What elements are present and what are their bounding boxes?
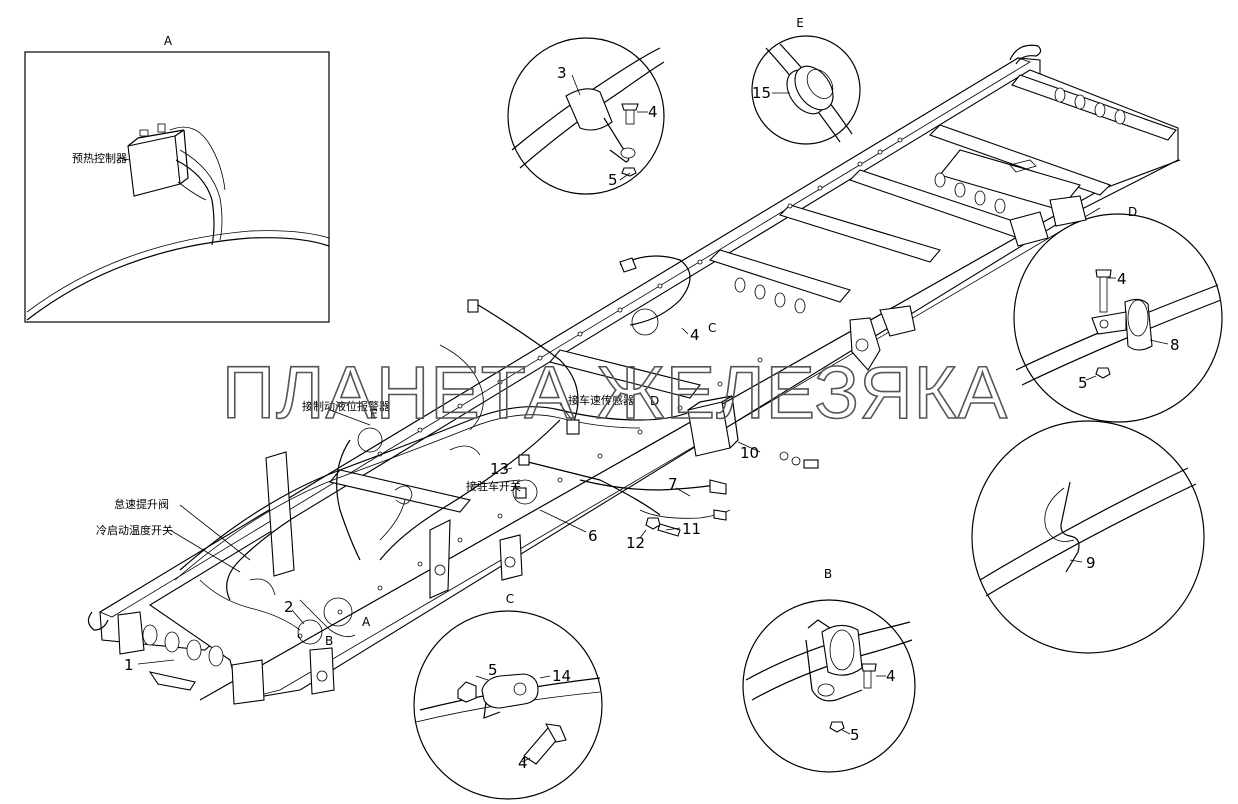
part-number-4-d: 4 <box>1117 270 1127 288</box>
part-number-11: 11 <box>682 520 701 538</box>
part-number-2: 2 <box>284 598 294 616</box>
part-number-10: 10 <box>740 444 759 462</box>
ref-letter-b: B <box>325 634 333 648</box>
part-number-9: 9 <box>1086 554 1096 572</box>
label-speed-sensor: 接车速传感器 <box>568 393 634 407</box>
part-number-3: 3 <box>557 64 567 82</box>
detail-e-title: E <box>796 16 804 30</box>
detail-d-circle: D 4 8 5 <box>1013 205 1223 423</box>
part-number-4-b: 4 <box>886 667 896 685</box>
part-number-4-c: 4 <box>518 754 528 772</box>
wiring-harness <box>174 255 819 645</box>
part-number-15: 15 <box>752 84 771 102</box>
detail-b-circle: B 4 5 <box>742 567 916 773</box>
chassis-frame-drawing <box>87 44 1181 705</box>
watermark: ПЛАНЕТА ЖЕЛЕЗЯКА <box>222 351 1008 434</box>
detail-d-title: D <box>1128 205 1137 219</box>
ref-letter-c: C <box>708 321 716 335</box>
part-number-8: 8 <box>1170 336 1180 354</box>
part-number-4-main: 4 <box>690 326 700 344</box>
label-idle-lift-valve: 怠速提升阀 <box>114 497 169 511</box>
detail-c-title: C <box>506 592 514 606</box>
label-preheat-controller: 预热控制器 <box>72 151 127 165</box>
detail-a-title: A <box>164 34 173 48</box>
part-number-6: 6 <box>588 527 598 545</box>
part-number-12: 12 <box>626 534 645 552</box>
part-number-5-d: 5 <box>1078 374 1088 392</box>
detail-circle-clip-3: 3 4 5 <box>507 37 665 195</box>
part-number-4-top: 4 <box>648 103 658 121</box>
part-number-14: 14 <box>552 667 571 685</box>
rail-holes <box>142 87 1126 667</box>
ref-letter-a: A <box>362 615 371 629</box>
leader-lines <box>137 327 761 665</box>
ref-letter-e: E <box>370 407 378 421</box>
rail-bolt-dots <box>297 137 903 639</box>
detail-circle-clip-9: 9 <box>971 420 1205 654</box>
part-number-5-c: 5 <box>488 661 498 679</box>
label-brake-fluid-alarm: 接制动液位报警器 <box>302 399 390 413</box>
label-parking-brake-switch: 接驻车开关 <box>466 479 521 493</box>
part-number-5-b: 5 <box>850 726 860 744</box>
part-number-7: 7 <box>668 475 678 493</box>
part-number-1: 1 <box>124 656 134 674</box>
detail-e-circle: E 15 <box>751 16 861 145</box>
ref-letter-d: D <box>650 394 659 408</box>
part-number-5-top: 5 <box>608 171 618 189</box>
preheat-controller-drawing <box>127 123 226 246</box>
detail-c-circle: C 5 14 4 <box>413 592 603 800</box>
label-cold-start-temp-switch: 冷启动温度开关 <box>96 523 173 537</box>
part-number-13: 13 <box>490 460 509 478</box>
detail-b-title: B <box>824 567 832 581</box>
detail-a-box: A 预热控制器 <box>24 34 330 323</box>
